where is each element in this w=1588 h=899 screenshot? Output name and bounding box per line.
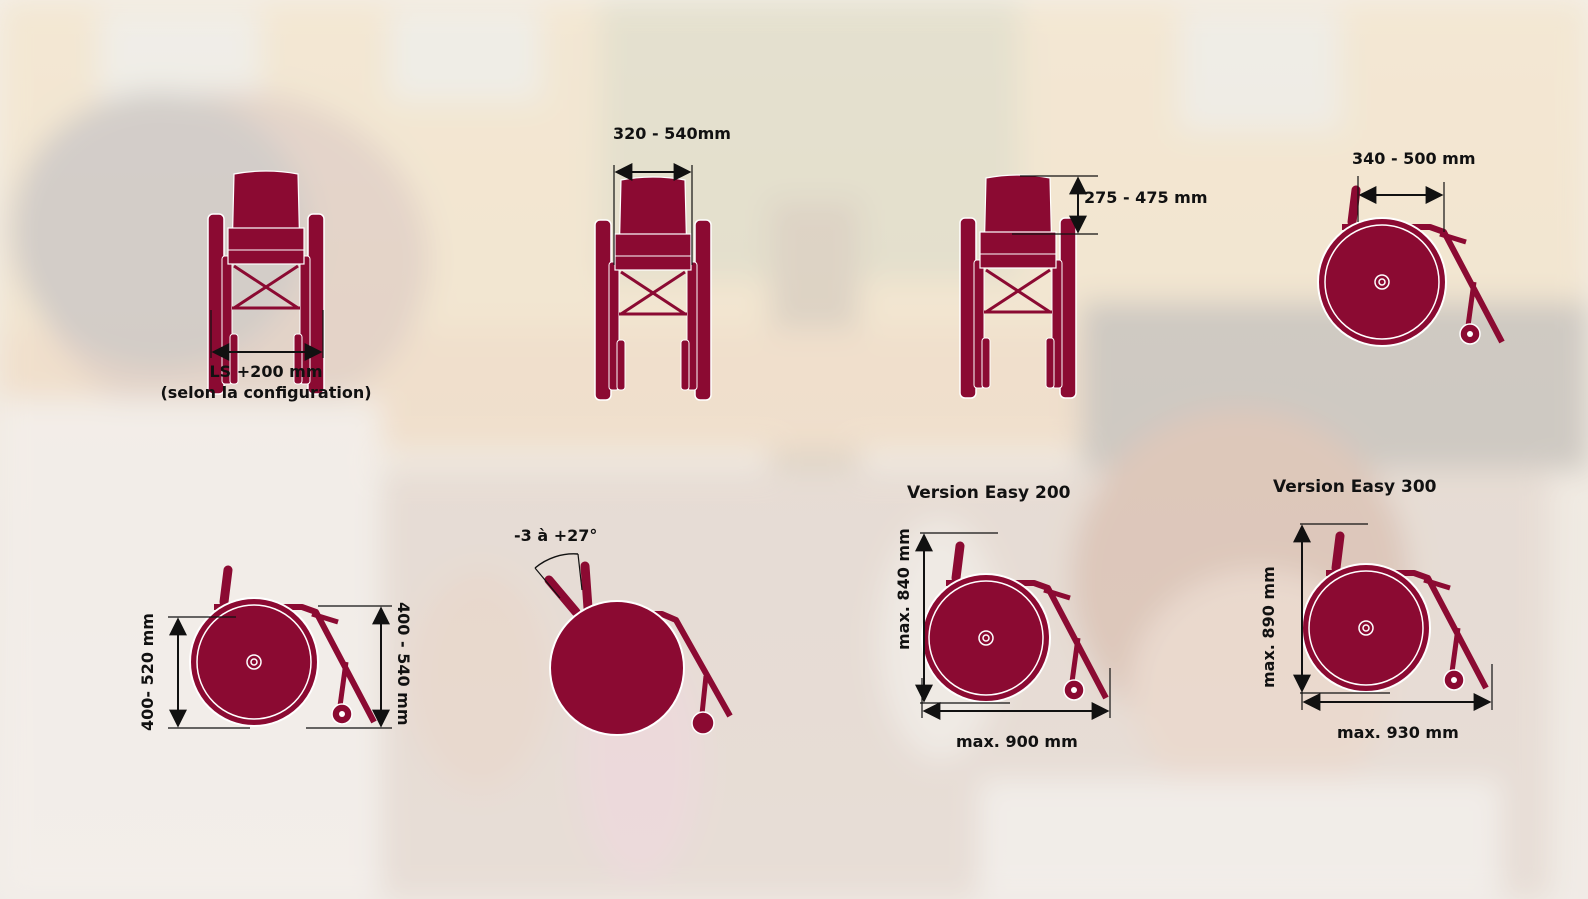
overall-width-label-line1: LS +200 mm xyxy=(209,362,323,381)
backrest-height-dimension xyxy=(1012,175,1098,235)
easy300-length-label: max. 930 mm xyxy=(1337,723,1459,742)
easy200-title: Version Easy 200 xyxy=(907,483,1071,503)
backrest-angle-dimension xyxy=(534,553,583,599)
wheelchair-side-seat-height-icon xyxy=(190,570,374,726)
easy300-dimensions xyxy=(1293,523,1493,711)
wheelchair-side-backrest-angle-icon xyxy=(544,561,733,736)
wheelchair-side-easy300-icon xyxy=(1302,536,1486,692)
seat-width-dimension xyxy=(613,163,693,265)
overall-width-label-line2: (selon la configuration) xyxy=(160,383,372,402)
backrest-height-label: 275 - 475 mm xyxy=(1084,188,1208,207)
backrest-angle-label: -3 à +27° xyxy=(514,526,598,545)
seat-height-front-label: 400 - 540 mm xyxy=(394,602,413,726)
easy200-length-label: max. 900 mm xyxy=(956,732,1078,751)
seat-width-label: 320 - 540mm xyxy=(613,124,731,143)
seat-depth-dimension xyxy=(1357,176,1445,232)
wheelchair-front-width-icon xyxy=(206,169,326,396)
easy300-height-label: max. 890 mm xyxy=(1259,566,1278,688)
seat-height-front-dimension xyxy=(306,605,392,729)
wheelchair-front-seat-width-icon xyxy=(593,175,713,402)
seat-depth-label: 340 - 500 mm xyxy=(1352,149,1476,168)
wheelchair-side-seat-depth-icon xyxy=(1318,190,1502,346)
wheelchair-front-backrest-height-icon xyxy=(958,173,1078,400)
seat-height-rear-label: 400- 520 mm xyxy=(138,613,157,731)
seat-height-rear-dimension xyxy=(168,616,250,729)
easy200-height-label: max. 840 mm xyxy=(894,528,913,650)
easy300-title: Version Easy 300 xyxy=(1273,477,1437,497)
easy200-dimensions xyxy=(915,532,1111,720)
wheelchair-side-easy200-icon xyxy=(922,546,1106,702)
overall-width-dimension xyxy=(210,310,324,361)
